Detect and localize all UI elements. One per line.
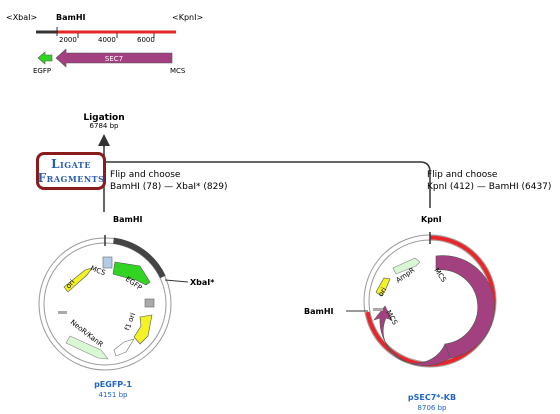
- egfp-arrow: [37, 51, 53, 65]
- site-label-xbai: <XbaI>: [6, 13, 37, 22]
- site-label-kpni-right: KpnI: [421, 215, 442, 224]
- selected-region-arc: [113, 237, 166, 279]
- site-label-bamhi-right: BamHI: [304, 307, 334, 316]
- ori-label-right: ori: [377, 286, 389, 298]
- tick-label-2000: 2000: [59, 36, 77, 44]
- f1-ori-feature: [133, 314, 153, 345]
- flip-left-line1: Flip and choose: [110, 170, 181, 180]
- ampr-feature: [392, 257, 421, 275]
- flip-right-line2: KpnI (412) — BamHI (6437): [427, 182, 551, 192]
- ligate-fragments-button[interactable]: Ligate Fragments: [36, 152, 106, 190]
- sec7-label: SEC7: [105, 55, 123, 63]
- plasmid-name-right: pSEC7*-KB: [408, 393, 456, 402]
- flip-right-line1: Flip and choose: [427, 170, 498, 180]
- plasmid-pegfp: BamHI XbaI* ori MCS EGFP f1 ori NeoR/Kan…: [38, 215, 215, 399]
- ori-feature-right: [375, 277, 391, 297]
- f1-ori-label: f1 ori: [123, 312, 137, 332]
- ligate-label-line1: Ligate: [51, 157, 91, 171]
- small-mark-right: [373, 308, 383, 311]
- sec7-feature-b: [373, 305, 451, 366]
- tick-label-6000: 6000: [137, 36, 155, 44]
- site-label-kpni: <KpnI>: [172, 13, 203, 22]
- ligation-size: 6784 bp: [90, 122, 119, 130]
- plasmid-name-left: pEGFP-1: [94, 380, 132, 389]
- ligate-label-line2: Fragments: [37, 171, 105, 185]
- plasmid-psec7: KpnI BamHI AmpR ori MCS MCS SEC7 pSEC7*-…: [304, 215, 497, 412]
- egfp-feature: [112, 261, 151, 286]
- flip-left-line2: BamHI (78) — XbaI* (829): [110, 182, 228, 192]
- connector-line: [104, 161, 431, 208]
- egfp-label: EGFP: [33, 67, 51, 75]
- xbai-leader: [164, 279, 189, 283]
- ori-feature: [63, 267, 93, 293]
- mcs-feature: [102, 256, 113, 269]
- ligation-connector: Ligation 6784 bp Flip and choose BamHI (…: [83, 113, 551, 212]
- neor-kanr-feature: [65, 335, 109, 360]
- sec7-label-right: SEC7: [437, 324, 453, 344]
- small-feature: [144, 298, 155, 308]
- site-label-bamhi-left: BamHI: [113, 215, 143, 224]
- linear-map: <XbaI> BamHI <KpnI> 2000 4000 6000 SEC7 …: [6, 13, 203, 75]
- tick-label-4000: 4000: [98, 36, 116, 44]
- plasmid-size-left: 4151 bp: [99, 391, 128, 399]
- small-mark: [58, 311, 67, 314]
- site-label-xbai-left: XbaI*: [190, 278, 215, 287]
- ligation-title: Ligation: [83, 113, 124, 123]
- white-feature: [113, 338, 135, 357]
- sec7-arrow: [55, 48, 173, 68]
- site-label-bamhi: BamHI: [56, 13, 86, 22]
- plasmid-size-right: 8706 bp: [418, 404, 447, 412]
- mcs-label: MCS: [170, 67, 186, 75]
